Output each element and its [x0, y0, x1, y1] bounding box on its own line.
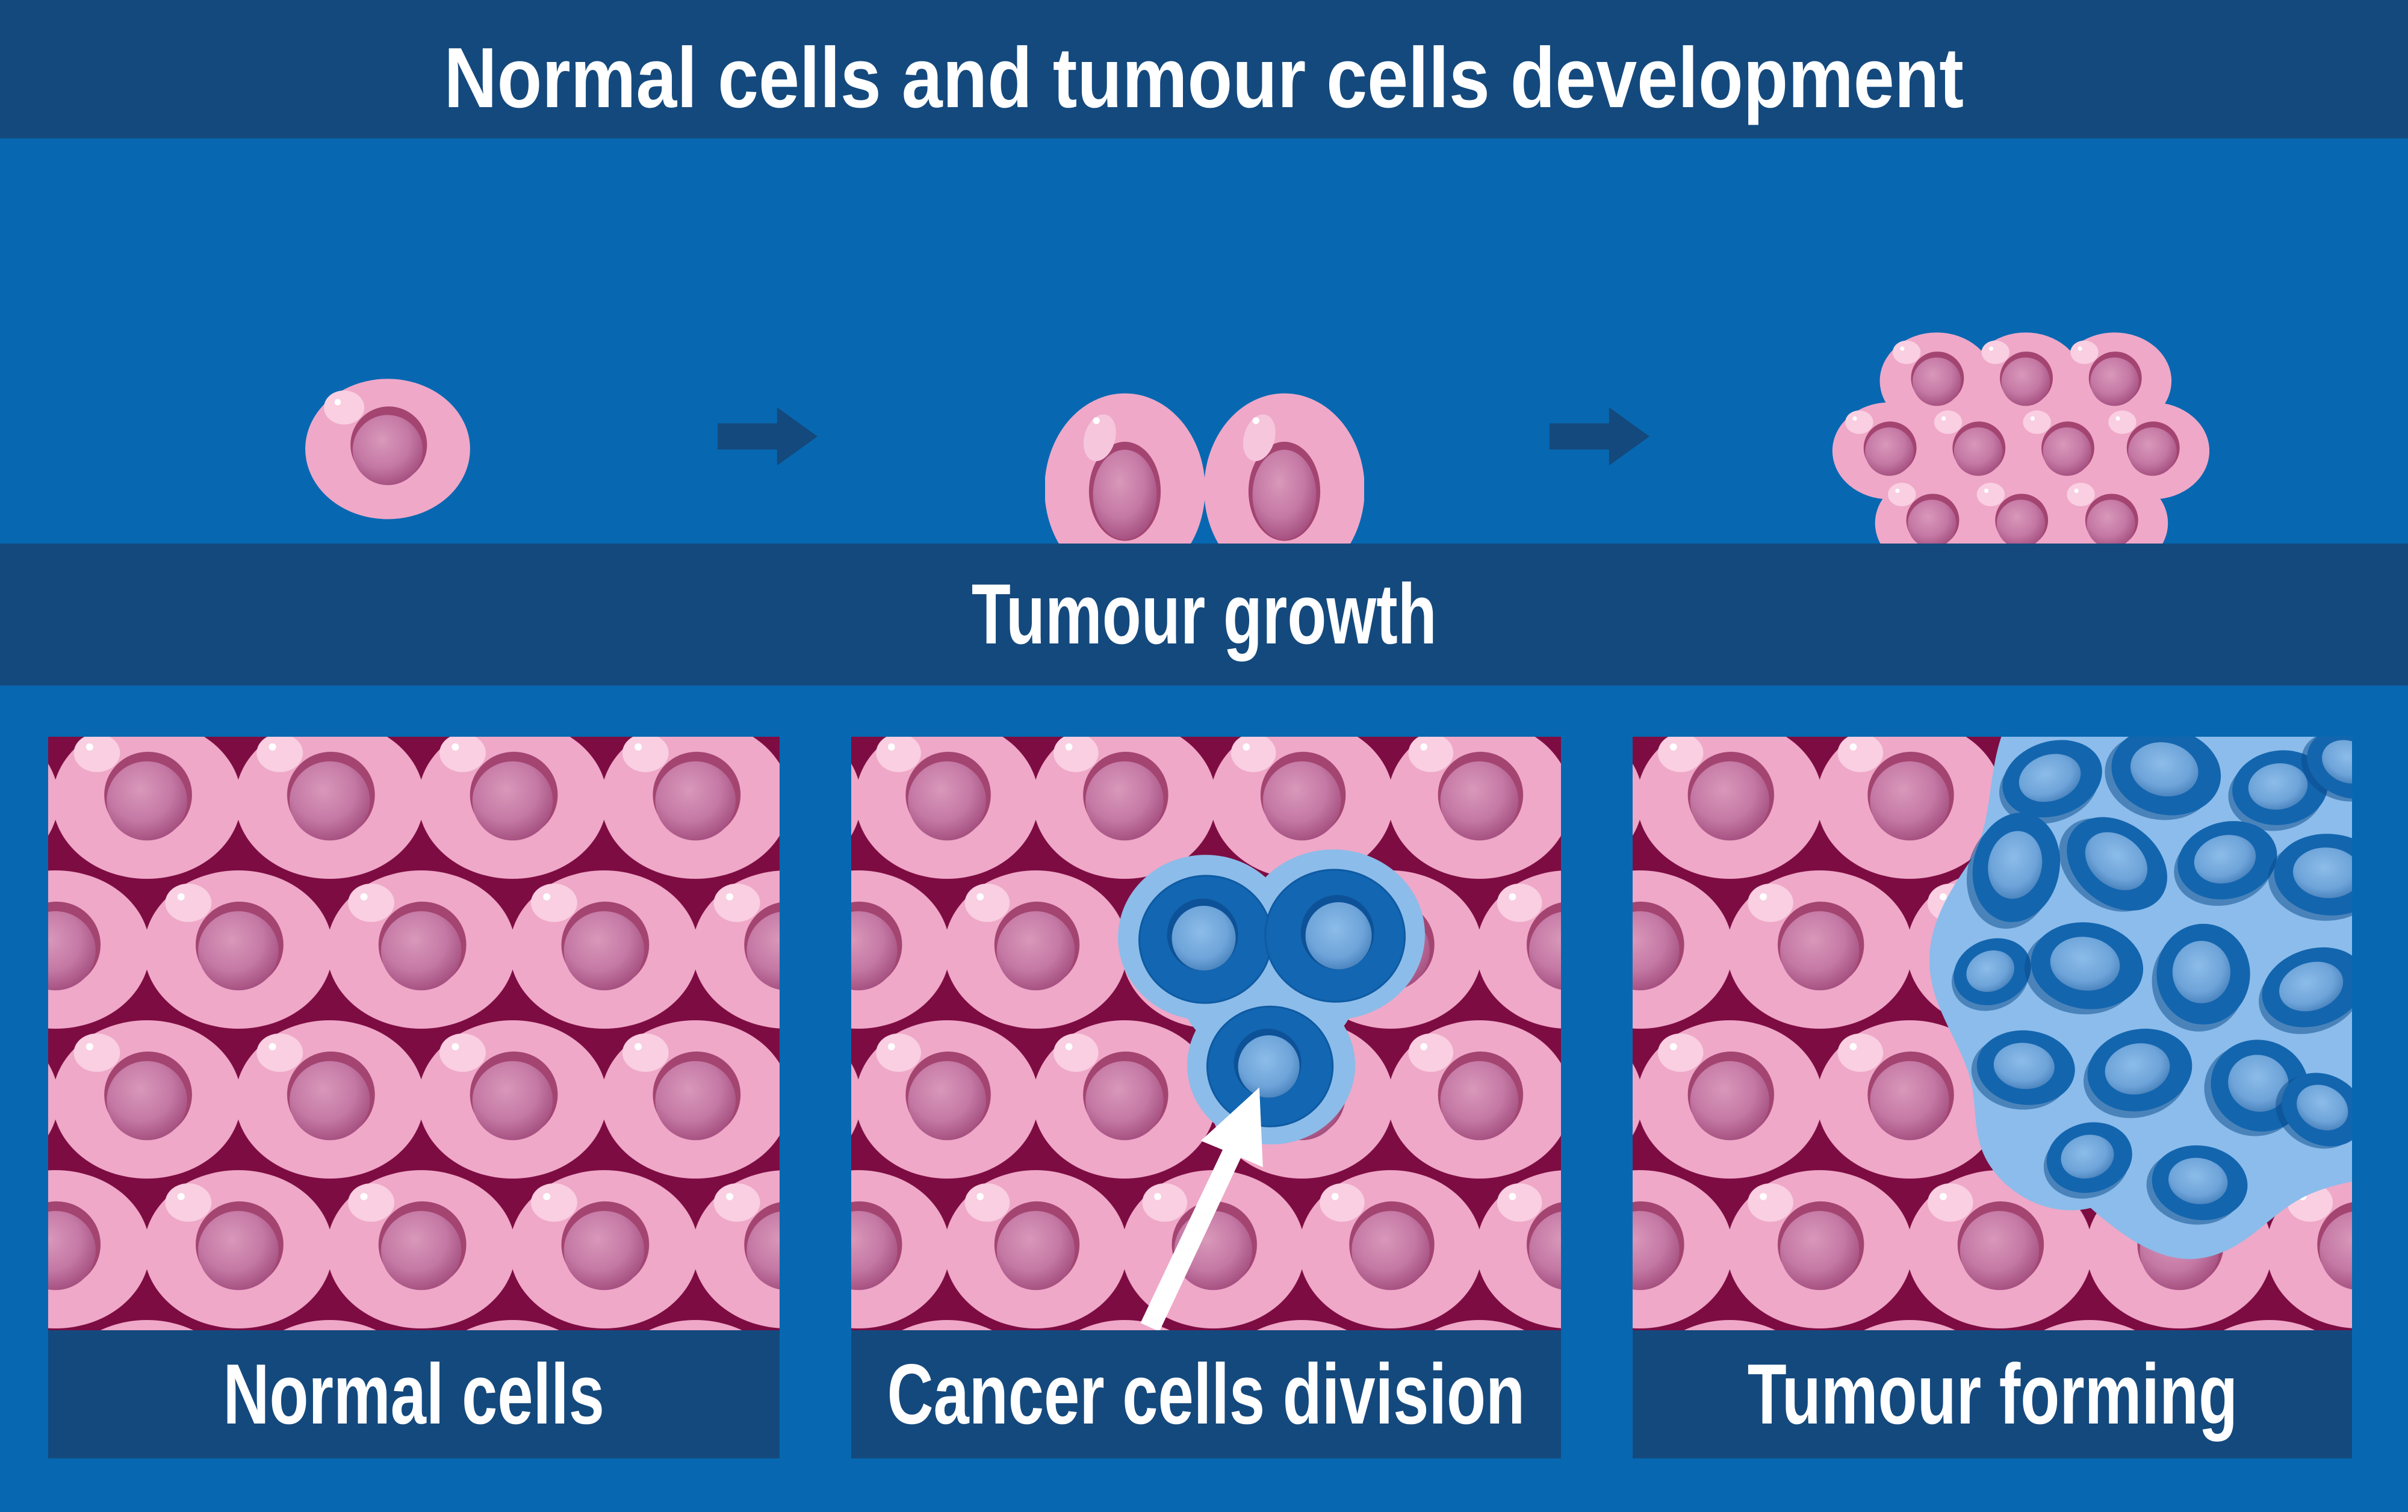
- panel-cancer-cells-division: Cancer cells division: [851, 737, 1561, 1458]
- panel-caption-cancer-cells-division: Cancer cells division: [851, 1330, 1561, 1458]
- cancer-cells-division-image: [851, 737, 1561, 1330]
- header-band: Normal cells and tumour cells developmen…: [0, 0, 2408, 138]
- cancer-cell-cluster: [1118, 849, 1426, 1145]
- poster-title-text: Normal cells and tumour cells developmen…: [444, 30, 1964, 126]
- panel-normal-cells: Normal cells: [48, 737, 780, 1458]
- development-flow: Cell Cell division Normal tissue: [0, 138, 2408, 683]
- tumour-forming-image: [1633, 737, 2352, 1330]
- right-arrow-icon: [1550, 403, 1651, 469]
- cell-division-illustration: [1045, 388, 1364, 590]
- panel-caption-tumour-forming: Tumour forming: [1633, 1330, 2352, 1458]
- normal-tissue-illustration: [1830, 332, 2209, 573]
- single-cell-illustration: [301, 369, 474, 527]
- tumour-growth-title: Tumour growth: [971, 566, 1437, 662]
- panel-caption-normal-cells: Normal cells: [48, 1330, 780, 1458]
- poster-title: Normal cells and tumour cells developmen…: [320, 15, 2087, 123]
- arrow-up-right-icon: [1140, 1087, 1263, 1330]
- right-arrow-icon: [718, 403, 819, 469]
- normal-cells-image: [48, 737, 780, 1330]
- panel-tumour-forming: Tumour forming: [1633, 737, 2352, 1458]
- tumour-growth-band: Tumour growth: [0, 544, 2408, 686]
